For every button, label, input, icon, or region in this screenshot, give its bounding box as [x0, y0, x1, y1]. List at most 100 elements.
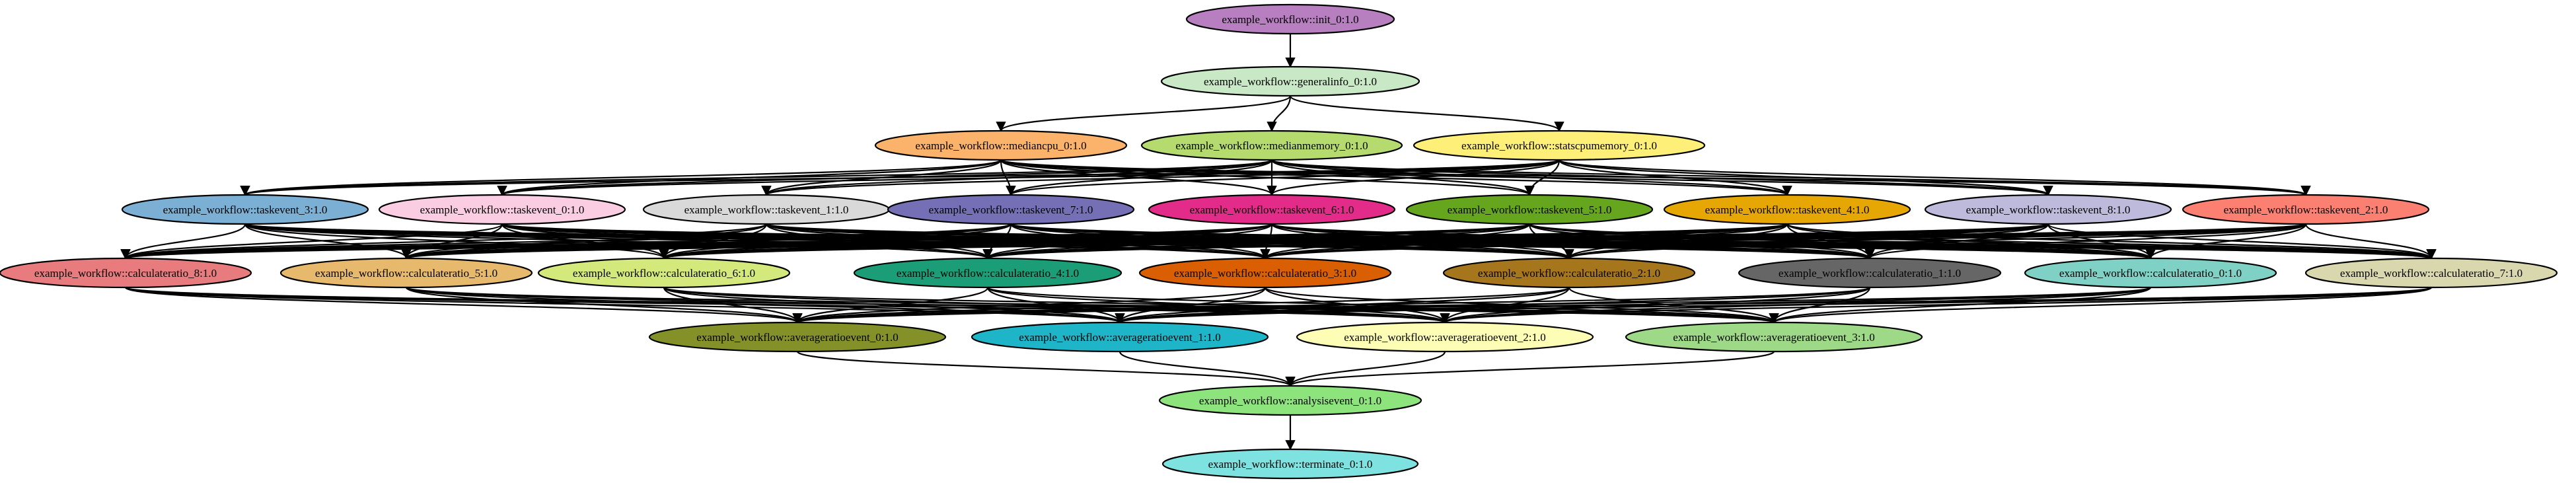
edge-averageratioevent_0-to-analysisevent_0 [796, 350, 1296, 387]
node-ellipse [853, 257, 1122, 289]
edge-calculateratio_8-to-averageratioevent_0 [124, 286, 803, 324]
edge-calculateratio_4-to-averageratioevent_1 [986, 287, 1125, 324]
node-ellipse [874, 130, 1128, 161]
node-taskevent-3: example_workflow::taskevent_3:1.0 [121, 194, 369, 225]
node-medianmemory-0: example_workflow::medianmemory_0:1.0 [1140, 130, 1403, 161]
edge-calculateratio_5-to-averageratioevent_3 [405, 286, 1779, 324]
edge-statscpumemory_0-to-taskevent_4 [1558, 159, 1792, 196]
node-label: example_workflow::medianmemory_0:1.0 [1175, 139, 1368, 152]
edge-statscpumemory_0-to-taskevent_0 [497, 159, 1561, 196]
edge-statscpumemory_0-to-taskevent_8 [1558, 159, 2053, 196]
node-label: example_workflow::averageratioevent_1:1.… [1019, 331, 1220, 344]
edge-statscpumemory_0-to-taskevent_2 [1558, 159, 2311, 196]
edge-medianmemory_0-to-taskevent_4 [1270, 159, 1792, 196]
node-ellipse [0, 257, 252, 289]
node-averageratioevent-0: example_workflow::averageratioevent_0:1.… [648, 321, 947, 353]
edge-statscpumemory_0-to-taskevent_3 [240, 159, 1561, 196]
node-ellipse [887, 194, 1135, 225]
node-ellipse [2024, 257, 2277, 289]
node-terminate-0: example_workflow::terminate_0:1.0 [1161, 448, 1419, 480]
edge-averageratioevent_2-to-analysisevent_0 [1285, 351, 1446, 387]
edge-taskevent_5-to-calculateratio_0 [1528, 223, 2156, 260]
node-taskevent-4: example_workflow::taskevent_4:1.0 [1663, 194, 1911, 225]
node-label: example_workflow::taskevent_5:1.0 [1448, 204, 1612, 216]
edge-calculateratio_8-to-averageratioevent_1 [124, 286, 1124, 324]
node-label: example_workflow::calculateratio_0:1.0 [2059, 267, 2242, 279]
node-averageratioevent-3: example_workflow::averageratioevent_3:1.… [1625, 321, 1923, 353]
edge-calculateratio_7-to-averageratioevent_3 [1769, 286, 2433, 324]
node-ellipse [1140, 130, 1403, 161]
node-label: example_workflow::calculateratio_3:1.0 [1174, 267, 1356, 279]
node-label: example_workflow::taskevent_1:1.0 [684, 204, 849, 216]
node-label: example_workflow::mediancpu_0:1.0 [915, 139, 1086, 152]
edge-medianmemory_0-to-taskevent_3 [240, 159, 1273, 196]
node-label: example_workflow::calculateratio_6:1.0 [573, 267, 755, 279]
node-taskevent-8: example_workflow::taskevent_8:1.0 [1924, 194, 2172, 225]
node-calculateratio-0: example_workflow::calculateratio_0:1.0 [2024, 257, 2277, 289]
edge-generalinfo_0-to-statscpumemory_0 [1289, 95, 1564, 132]
node-label: example_workflow::init_0:1.0 [1222, 13, 1358, 26]
node-calculateratio-6: example_workflow::calculateratio_6:1.0 [537, 257, 791, 289]
node-ellipse [1924, 194, 2172, 225]
node-label: example_workflow::calculateratio_5:1.0 [315, 267, 497, 279]
node-label: example_workflow::averageratioevent_0:1.… [696, 331, 898, 344]
node-label: example_workflow::analysisevent_0:1.0 [1199, 394, 1381, 407]
node-ellipse [1738, 257, 2002, 289]
edge-calculateratio_5-to-averageratioevent_1 [405, 286, 1125, 324]
edge-statscpumemory_0-to-taskevent_1 [761, 159, 1561, 196]
edge-taskevent_4-to-calculateratio_0 [1786, 223, 2156, 260]
node-averageratioevent-1: example_workflow::averageratioevent_1:1.… [971, 321, 1269, 353]
node-ellipse [1158, 385, 1422, 416]
node-label: example_workflow::taskevent_7:1.0 [929, 204, 1093, 216]
edge-statscpumemory_0-to-taskevent_5 [1524, 159, 1561, 196]
node-ellipse [2182, 194, 2430, 225]
edge-generalinfo_0-to-mediancpu_0 [996, 95, 1292, 132]
node-taskevent-1: example_workflow::taskevent_1:1.0 [642, 194, 891, 225]
node-label: example_workflow::generalinfo_0:1.0 [1204, 75, 1377, 88]
edge-medianmemory_0-to-taskevent_8 [1270, 159, 2053, 196]
node-calculateratio-1: example_workflow::calculateratio_1:1.0 [1738, 257, 2002, 289]
node-label: example_workflow::taskevent_2:1.0 [2224, 204, 2388, 216]
edge-taskevent_6-to-calculateratio_1 [1270, 223, 1875, 260]
node-ellipse [1160, 65, 1420, 97]
edges-layer [120, 34, 2437, 451]
node-ellipse [971, 321, 1269, 353]
edge-calculateratio_5-to-averageratioevent_0 [405, 286, 803, 324]
edge-taskevent_2-to-calculateratio_3 [1261, 223, 2307, 260]
edge-generalinfo_0-to-medianmemory_0 [1267, 95, 1292, 132]
node-taskevent-2: example_workflow::taskevent_2:1.0 [2182, 194, 2430, 225]
edge-taskevent_2-to-calculateratio_0 [2145, 223, 2307, 260]
edge-calculateratio_7-to-averageratioevent_1 [1115, 286, 2433, 324]
edge-calculateratio_2-to-averageratioevent_0 [792, 286, 1570, 324]
node-ellipse [1663, 194, 1911, 225]
edge-mediancpu_0-to-taskevent_3 [240, 159, 1002, 196]
node-calculateratio-4: example_workflow::calculateratio_4:1.0 [853, 257, 1122, 289]
node-label: example_workflow::calculateratio_1:1.0 [1779, 267, 1961, 279]
node-ellipse [1405, 194, 1654, 225]
edge-taskevent_0-to-calculateratio_8 [120, 223, 503, 260]
node-generalinfo-0: example_workflow::generalinfo_0:1.0 [1160, 65, 1420, 97]
edge-taskevent_8-to-calculateratio_7 [2047, 223, 2437, 260]
edge-averageratioevent_1-to-analysisevent_0 [1119, 351, 1296, 387]
edge-calculateratio_3-to-averageratioevent_0 [792, 286, 1267, 324]
node-calculateratio-8: example_workflow::calculateratio_8:1.0 [0, 257, 252, 289]
node-label: example_workflow::taskevent_0:1.0 [420, 204, 585, 216]
node-ellipse [1161, 448, 1419, 480]
node-ellipse [1138, 257, 1392, 289]
edge-calculateratio_5-to-averageratioevent_2 [405, 286, 1450, 324]
node-ellipse [1442, 257, 1696, 289]
edge-calculateratio_4-to-averageratioevent_2 [986, 286, 1450, 324]
node-taskevent-0: example_workflow::taskevent_0:1.0 [378, 194, 626, 225]
node-label: example_workflow::calculateratio_2:1.0 [1478, 267, 1660, 279]
node-label: example_workflow::taskevent_3:1.0 [163, 204, 328, 216]
node-taskevent-7: example_workflow::taskevent_7:1.0 [887, 194, 1135, 225]
edge-averageratioevent_3-to-analysisevent_0 [1285, 350, 1775, 387]
node-analysisevent-0: example_workflow::analysisevent_0:1.0 [1158, 385, 1422, 416]
node-taskevent-6: example_workflow::taskevent_6:1.0 [1148, 194, 1396, 225]
edge-taskevent_2-to-calculateratio_1 [1864, 223, 2307, 260]
edge-taskevent_2-to-calculateratio_4 [983, 223, 2307, 260]
node-ellipse [1413, 130, 1706, 161]
edge-calculateratio_4-to-averageratioevent_3 [986, 286, 1779, 324]
node-ellipse [1185, 3, 1395, 35]
